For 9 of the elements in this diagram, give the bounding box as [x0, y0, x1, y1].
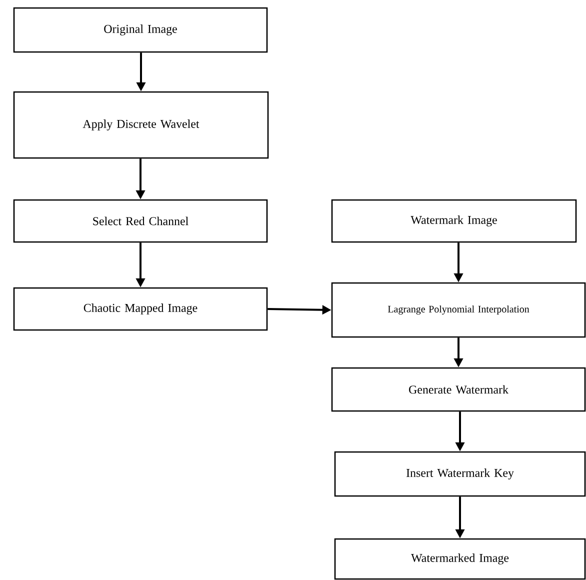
process-box: Watermark Image: [331, 199, 577, 243]
process-box: Original Image: [13, 7, 268, 53]
process-box: Apply Discrete Wavelet: [13, 91, 269, 159]
process-box: Insert Watermark Key: [334, 451, 586, 497]
process-box: Watermarked Image: [334, 538, 586, 580]
process-box: Lagrange Polynomial Interpolation: [331, 282, 586, 338]
process-box: Chaotic Mapped Image: [13, 287, 268, 331]
process-box: Generate Watermark: [331, 367, 586, 412]
process-box: Select Red Channel: [13, 199, 268, 243]
